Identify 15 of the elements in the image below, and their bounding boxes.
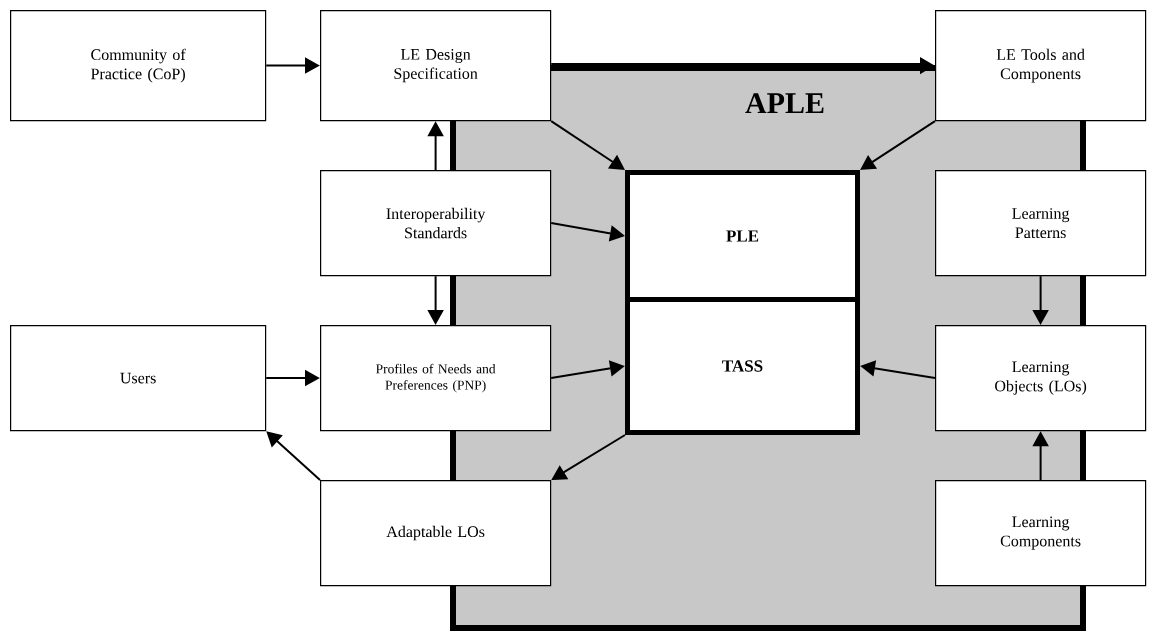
process-box: LE Tools and Components	[935, 10, 1147, 122]
process-box: Community of Practice (CoP)	[10, 10, 267, 122]
process-box: PLE	[625, 170, 860, 302]
process-box: Learning Patterns	[935, 170, 1147, 277]
arrow	[860, 120, 936, 170]
process-box: Users	[10, 325, 267, 432]
process-box: Interoperability Standards	[320, 170, 552, 277]
arrow	[266, 431, 321, 481]
process-box: Learning Objects (LOs)	[935, 325, 1147, 432]
process-box: Profiles of Needs and Preferences (PNP)	[320, 325, 552, 432]
process-box: Learning Components	[935, 480, 1147, 587]
arrow	[550, 120, 625, 170]
process-box: LE Design Specification	[320, 10, 552, 122]
process-box: Adaptable LOs	[320, 480, 552, 587]
process-box: TASS	[625, 297, 860, 435]
